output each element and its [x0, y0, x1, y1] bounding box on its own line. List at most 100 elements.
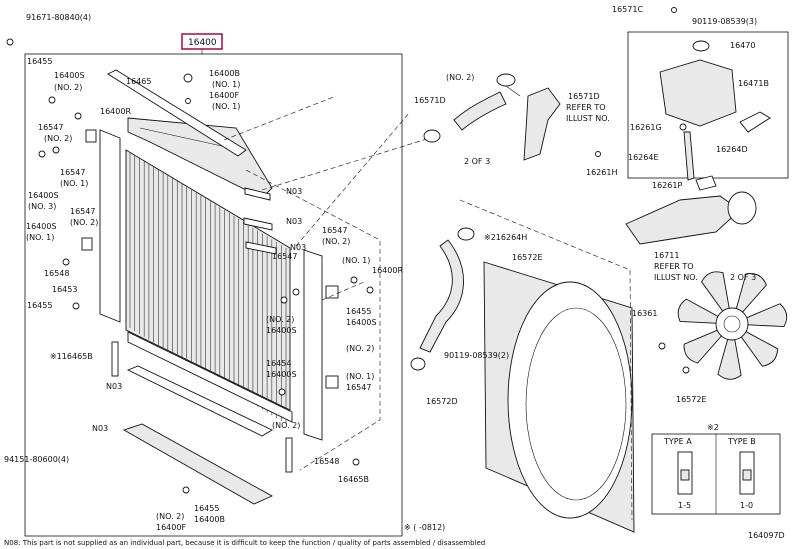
part-callout[interactable]: 16572E	[512, 253, 543, 262]
part-callout[interactable]: 16455	[346, 307, 371, 316]
part-callout[interactable]: 16455	[194, 504, 219, 513]
part-callout[interactable]: N03	[290, 243, 306, 252]
part-callout[interactable]: 16400S	[54, 71, 85, 80]
part-callout[interactable]: 16547	[60, 168, 85, 177]
part-callout[interactable]: 16400S	[26, 222, 57, 231]
part-callout[interactable]: 90119-08539(3)	[692, 17, 757, 26]
part-callout[interactable]: 16400S	[28, 191, 59, 200]
part-callout[interactable]: (NO. 2)	[446, 73, 474, 82]
part-callout[interactable]: (NO. 2)	[156, 512, 184, 521]
radiator-group-frame	[24, 53, 403, 537]
part-callout[interactable]: (NO. 2)	[346, 344, 374, 353]
part-callout[interactable]: 16400S	[346, 318, 377, 327]
part-callout[interactable]: 16264E	[628, 153, 659, 162]
part-callout[interactable]: 16547	[38, 123, 63, 132]
part-callout[interactable]: 16711	[654, 251, 679, 260]
part-callout[interactable]: 16572D	[426, 397, 458, 406]
part-callout[interactable]: 16400R	[372, 266, 403, 275]
type-b-label: TYPE B	[727, 437, 756, 446]
part-callout[interactable]: 16453	[52, 285, 77, 294]
part-callout[interactable]: 16571D	[414, 96, 446, 105]
part-callout[interactable]: 16547	[272, 252, 297, 261]
part-callout[interactable]: (NO. 2)	[70, 218, 98, 227]
part-callout[interactable]: (NO. 1)	[60, 179, 88, 188]
part-callout[interactable]: (NO. 2)	[44, 134, 72, 143]
part-callout[interactable]: 16455	[27, 57, 52, 66]
part-callout[interactable]: (NO. 2)	[54, 83, 82, 92]
part-callout[interactable]: (NO. 1)	[26, 233, 54, 242]
part-callout[interactable]: ILLUST NO.	[566, 114, 610, 123]
part-callout[interactable]: 16571C	[612, 5, 643, 14]
radiator-core-fins	[129, 152, 287, 424]
n03-seal-2	[243, 217, 273, 231]
radiator-side-panel-left	[99, 129, 121, 323]
part-callout[interactable]: 16547	[70, 207, 95, 216]
reservoir-cap	[692, 40, 710, 52]
part-callout[interactable]: (NO. 1)	[212, 102, 240, 111]
part-callout[interactable]: 16465B	[338, 475, 369, 484]
radiator-side-panel-right	[303, 249, 323, 441]
part-callout[interactable]: 91671-80840(4)	[26, 13, 91, 22]
part-callout[interactable]: 16261G	[630, 123, 662, 132]
part-callout[interactable]: 16572E	[676, 395, 707, 404]
part-callout[interactable]: ILLUST NO.	[654, 273, 698, 282]
part-callout[interactable]: 16400R	[100, 107, 131, 116]
part-callout[interactable]: 16547	[322, 226, 347, 235]
part-callout[interactable]: 16471B	[738, 79, 769, 88]
part-callout[interactable]: 2 OF 3	[730, 273, 756, 282]
part-callout[interactable]: 16470	[730, 41, 755, 50]
type-a-code: 1-5	[678, 501, 691, 510]
part-callout[interactable]: 16455	[27, 301, 52, 310]
part-callout[interactable]: 16548	[44, 269, 69, 278]
upper-radiator-hose	[453, 91, 507, 131]
part-callout[interactable]: ※216264H	[484, 233, 527, 242]
part-callout[interactable]: 2 OF 3	[464, 157, 490, 166]
water-outlet	[523, 87, 561, 161]
part-callout[interactable]: 16264D	[716, 145, 748, 154]
part-callout[interactable]: 16261H	[586, 168, 617, 177]
part-callout[interactable]: 16454	[266, 359, 291, 368]
fan-hub	[715, 307, 749, 341]
radiator-lower-seal	[126, 365, 273, 437]
part-callout[interactable]: 16261P	[652, 181, 682, 190]
part-callout[interactable]: 16400B	[194, 515, 225, 524]
part-callout[interactable]: 16548	[314, 457, 339, 466]
part-callout[interactable]: 16400S	[266, 326, 297, 335]
part-callout[interactable]: 16400S	[266, 370, 297, 379]
part-callout[interactable]: 90119-08539(2)	[444, 351, 509, 360]
part-callout[interactable]: N03	[92, 424, 108, 433]
diagram-code: 164097D	[748, 531, 785, 540]
fasteners	[6, 7, 690, 494]
part-callout[interactable]: (NO. 2)	[322, 237, 350, 246]
date-range-label: ※ ( -0812)	[404, 523, 445, 532]
part-callout[interactable]: N03	[286, 187, 302, 196]
part-callout[interactable]: (NO. 3)	[28, 202, 56, 211]
reservoir-tank	[659, 59, 737, 127]
part-callout[interactable]: N03	[106, 382, 122, 391]
cooling-fan	[677, 271, 788, 380]
part-callout[interactable]: (NO. 1)	[212, 80, 240, 89]
radiator-core	[125, 149, 291, 411]
part-callout[interactable]: ※116465B	[50, 352, 93, 361]
part-callout[interactable]: 16547	[346, 383, 371, 392]
radiator-support-seal	[107, 69, 247, 157]
part-callout[interactable]: REFER TO	[566, 103, 606, 112]
part-callout[interactable]: 16361	[632, 309, 657, 318]
part-callout[interactable]: 94151-80600(4)	[4, 455, 69, 464]
part-callout[interactable]: 16465	[126, 77, 151, 86]
part-callout[interactable]: (NO. 1)	[342, 256, 370, 265]
part-callout[interactable]: (NO. 1)	[346, 372, 374, 381]
part-callout[interactable]: 16400B	[209, 69, 240, 78]
n03-seal-3	[245, 241, 277, 255]
highlighted-part-number[interactable]: 16400	[188, 38, 217, 48]
part-callout[interactable]: (NO. 2)	[272, 421, 300, 430]
part-callout[interactable]: (NO. 2)	[266, 315, 294, 324]
part-callout[interactable]: REFER TO	[654, 262, 694, 271]
part-callout[interactable]: N03	[286, 217, 302, 226]
part-callout[interactable]: 16571D	[568, 92, 600, 101]
type-b-code: 1-0	[740, 501, 753, 510]
part-callout[interactable]: 16400F	[156, 523, 186, 532]
part-callout[interactable]: 16400F	[209, 91, 239, 100]
